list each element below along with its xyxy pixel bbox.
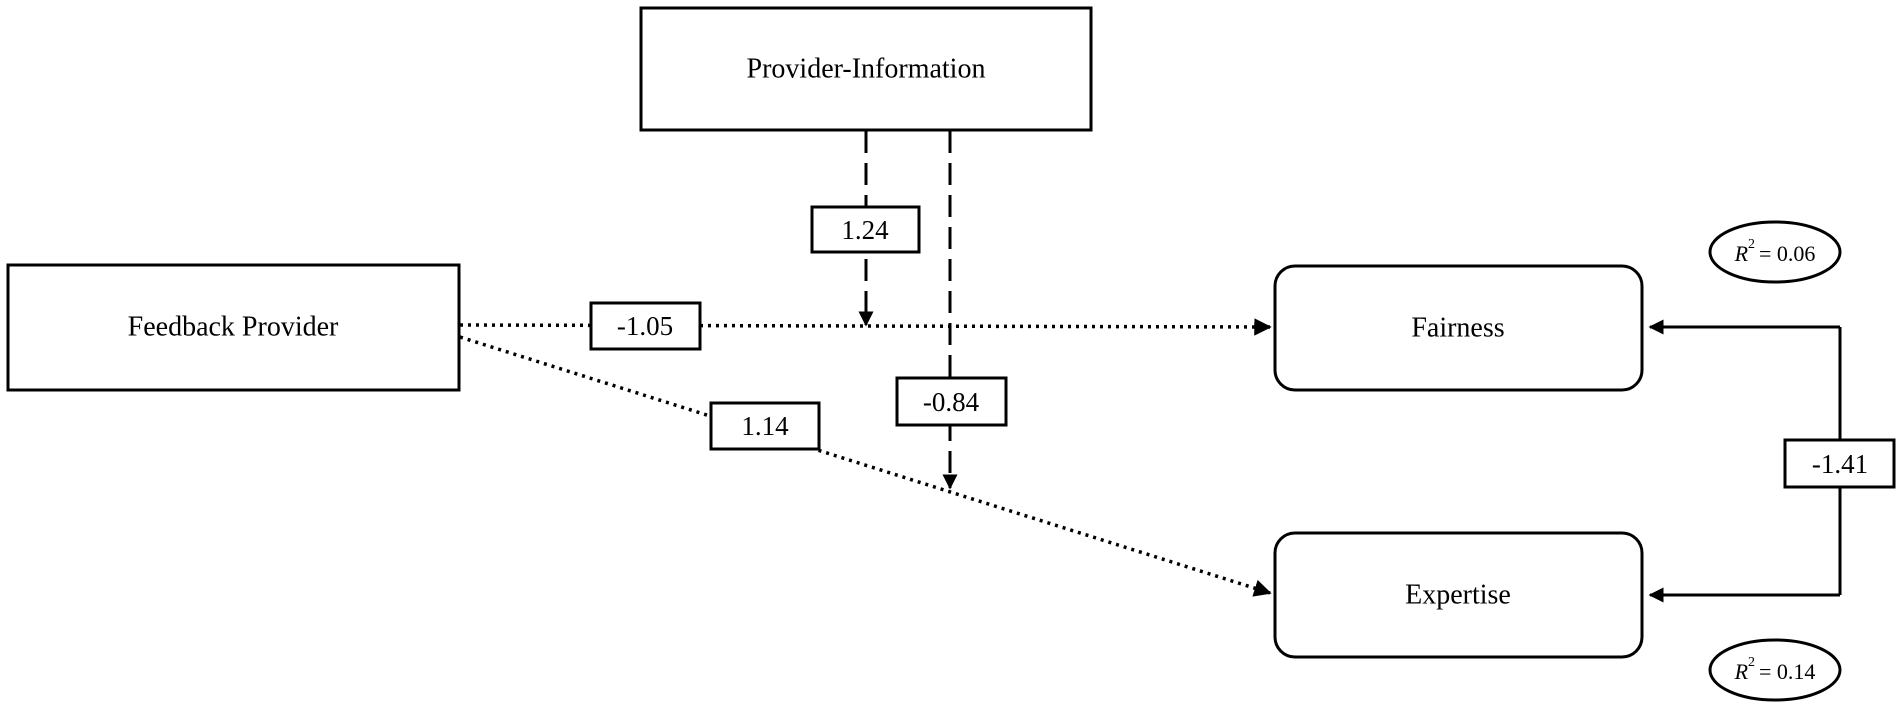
coef-provider-to-fairness: -1.05 bbox=[589, 301, 702, 351]
coef-moderation-expertise-label: -0.84 bbox=[923, 387, 980, 417]
coef-provider-to-expertise-label: 1.14 bbox=[741, 411, 789, 441]
coef-provider-to-expertise: 1.14 bbox=[709, 401, 821, 451]
r2-fairness-label: R2 = 0.06 bbox=[1734, 237, 1816, 266]
node-feedback-provider-label: Feedback Provider bbox=[128, 312, 339, 343]
coef-moderation-fairness-label: 1.24 bbox=[841, 215, 889, 245]
coef-fairness-expertise-label: -1.41 bbox=[1812, 449, 1868, 479]
node-expertise-label: Expertise bbox=[1405, 580, 1511, 611]
node-provider-information: Provider-Information bbox=[639, 6, 1093, 132]
r2-fairness: R2 = 0.06 bbox=[1708, 220, 1842, 284]
r2-fairness-value: = 0.06 bbox=[1759, 241, 1815, 266]
r2-expertise-value: = 0.14 bbox=[1759, 659, 1815, 684]
path-provider-to-fairness bbox=[459, 318, 1272, 336]
r2-superscript: 2 bbox=[1748, 655, 1755, 670]
r2-symbol: R bbox=[1734, 241, 1749, 266]
node-fairness-label: Fairness bbox=[1411, 313, 1504, 344]
coef-moderation-expertise: -0.84 bbox=[895, 376, 1008, 427]
path-provider-to-expertise bbox=[459, 335, 1272, 597]
node-feedback-provider: Feedback Provider bbox=[6, 263, 461, 392]
coef-fairness-expertise: -1.41 bbox=[1783, 438, 1896, 489]
r2-expertise: R2 = 0.14 bbox=[1708, 638, 1842, 702]
node-provider-information-label: Provider-Information bbox=[747, 54, 986, 85]
r2-expertise-label: R2 = 0.14 bbox=[1734, 655, 1816, 684]
r2-superscript: 2 bbox=[1748, 237, 1755, 252]
node-expertise: Expertise bbox=[1273, 531, 1644, 659]
coef-provider-to-fairness-label: -1.05 bbox=[617, 311, 673, 341]
r2-symbol: R bbox=[1734, 659, 1749, 684]
node-fairness: Fairness bbox=[1273, 264, 1644, 392]
coef-moderation-fairness: 1.24 bbox=[810, 205, 921, 254]
